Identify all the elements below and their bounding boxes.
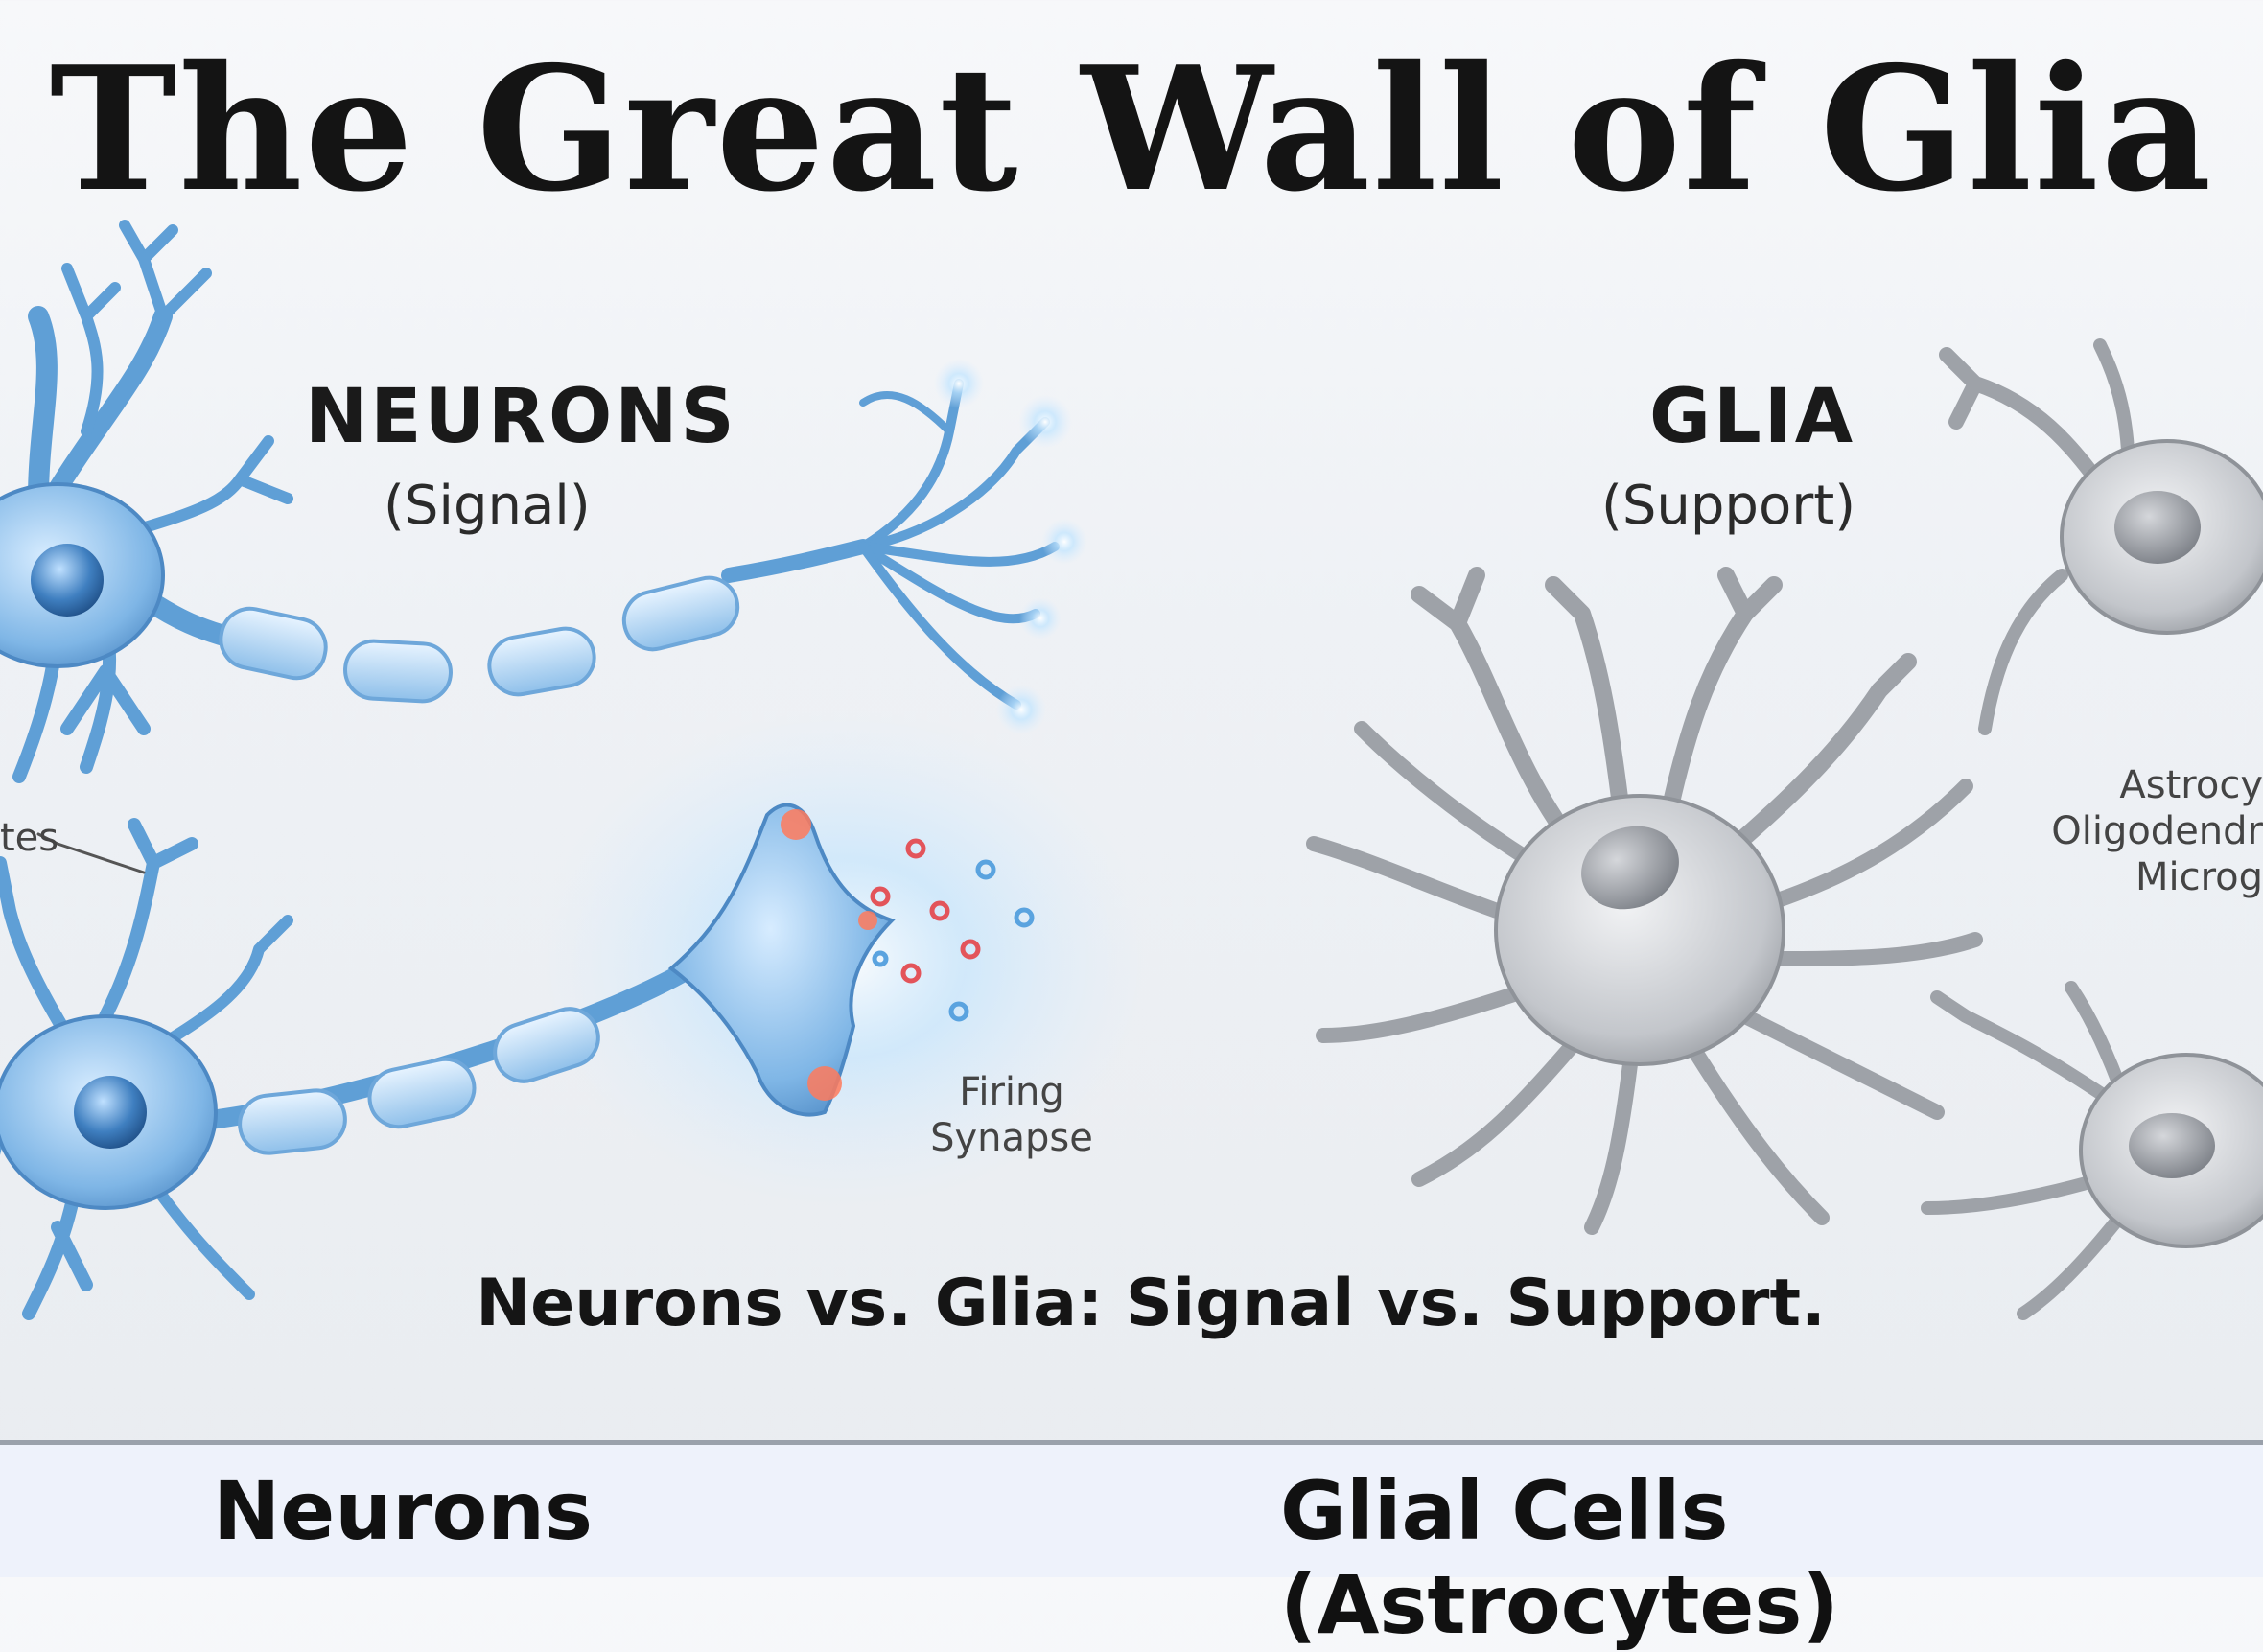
page-title: The Great Wall of Glia [49, 29, 2214, 229]
synaptic-terminal [667, 803, 896, 1117]
upper-neuron-nucleus [31, 544, 104, 617]
diagram-artwork [0, 220, 2263, 1320]
diagram-caption: Neurons vs. Glia: Signal vs. Support. [476, 1266, 1826, 1341]
glia-type-oligodendrocytes: Oligodendr [2051, 809, 2263, 853]
glia-types-list: Astrocy Oligodendr Microg [2014, 762, 2263, 900]
neurons-side-label: tes [0, 816, 59, 860]
footer-neurons-label: Neurons [213, 1464, 594, 1558]
glia-heading: GLIA [1649, 374, 1856, 460]
synapse-label: Firing Synapse [911, 1069, 1112, 1161]
upper-terminal-sparks [934, 359, 1087, 734]
lower-myelin-sheaths [238, 1007, 600, 1155]
glia-type-astrocytes: Astrocy [2119, 763, 2263, 807]
upper-right-glia [1939, 338, 2135, 735]
neurons-subheading: (Signal) [384, 475, 591, 537]
upper-myelin-sheaths [219, 575, 740, 704]
glia-subheading: (Support) [1601, 475, 1856, 537]
synapse-label-line2: Synapse [930, 1116, 1093, 1160]
lower-neuron-nucleus [74, 1076, 147, 1149]
lower-right-glia-nucleus [2129, 1113, 2215, 1178]
neurons-heading: NEURONS [305, 374, 737, 460]
glia-type-microglia: Microg [2135, 855, 2263, 899]
main-astrocyte-nucleus [1581, 826, 1679, 910]
neurotransmitter-vesicles [870, 838, 1035, 1022]
upper-right-glia-nucleus [2114, 491, 2201, 564]
footer-glia-label: Glial Cells (Astrocytes) [1280, 1464, 1839, 1652]
main-astrocyte-soma [1494, 794, 1785, 1066]
footer-bar: Neurons Glial Cells (Astrocytes) [0, 1440, 2263, 1652]
synapse-sparks [781, 809, 877, 1101]
synapse-label-line1: Firing [959, 1070, 1064, 1114]
